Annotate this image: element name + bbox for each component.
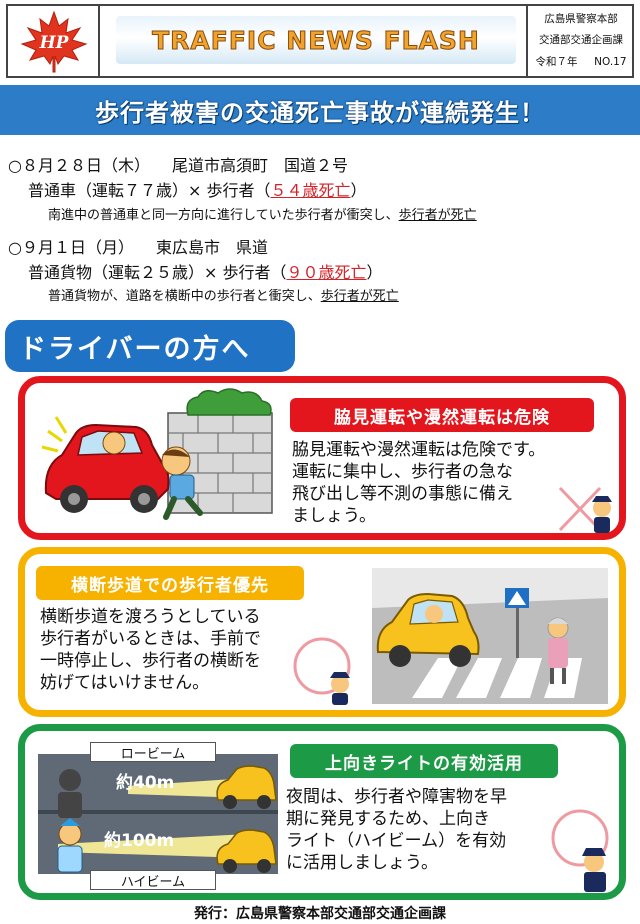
high-beam-distance: 約100m [104,831,175,851]
incident-1-place: 尾道市高須町 国道２号 [171,156,348,175]
issuer-org: 広島県警察本部 [544,13,618,26]
crosswalk-stripes [412,658,582,698]
issue-era: 令和７年 [535,55,578,68]
incident-1-parties: 普通車（運転７７歳）× 歩行者（５４歳死亡） [28,177,367,201]
section-3-line-2: 期に発見するため、上向き [286,809,490,829]
incident-2-place: 東広島市 県道 [155,238,268,257]
incident-1-vehicle: 普通車（運転７７歳）× 歩行者（ [28,181,271,200]
running-child-icon [161,446,203,520]
section-2-line-1: 横断歩道を渡ろうとしている [40,607,261,627]
incident-1-victim: ５４歳死亡 [270,181,351,200]
distracted-driver-illustration [41,388,273,520]
incident-1-header: ○８月２８日（木） 尾道市高須町 国道２号 [8,152,348,176]
driver-heading-text: ドライバーの方へ [19,333,251,365]
incident-2-victim: ９０歳死亡 [286,263,367,282]
section-1-line-1: 脇見運転や漫然運転は危険です。 [292,440,546,460]
incident-1-desc-tail: 歩行者が死亡 [398,208,477,223]
section-3-line-3: ライト（ハイビーム）を有効 [286,831,507,851]
incident-2-description: 普通貨物が、道路を横断中の歩行者と衝突し、歩行者が死亡 [48,285,399,304]
incident-2-desc-tail: 歩行者が死亡 [320,289,399,304]
news-banner: TRAFFIC NEWS FLASH [116,16,516,64]
police-officer-pointing-icon [551,809,609,892]
incident-1-description: 南進中の普通車と同一方向に進行していた歩行者が衝突し、歩行者が死亡 [48,204,477,223]
section-3-line-4: に活用しましょう。 [286,853,438,873]
section-1-title-text: 脇見運転や漫然運転は危険 [334,407,550,428]
incident-1-close: ） [350,181,367,200]
publisher-footer: 発行：広島県警察本部交通部交通企画課 [194,906,446,922]
section-1-line-3: 飛び出し等不測の事態に備え [292,484,513,504]
section-1-body: 脇見運転や漫然運転は危険です。 運転に集中し、歩行者の急な 飛び出し等不測の事態… [292,439,545,527]
section-1-line-4: ましょう。 [292,506,376,526]
incident-2-desc: 普通貨物が、道路を横断中の歩行者と衝突し、 [48,289,321,304]
low-beam-distance: 約40m [116,773,175,793]
headline-bar: 歩行者被害の交通死亡事故が連続発生！ [0,85,640,135]
logo-text: HP [39,33,70,53]
high-beam-label: ハイビーム [90,870,216,890]
alert-lines-icon [41,416,68,453]
police-officer-x-icon [558,486,612,533]
issue-no: NO.17 [594,55,627,68]
crosswalk-sign-icon [505,588,529,658]
pedestrian-dark-icon [58,769,82,818]
incident-2-header: ○９月１日（月） 東広島市 県道 [8,234,268,258]
incident-2-parties: 普通貨物（運転２５歳）× 歩行者（９０歳死亡） [28,259,383,283]
section-3-title-text: 上向きライトの有効活用 [325,753,523,774]
header: HP TRAFFIC NEWS FLASH 広島県警察本部 交通部交通企画課 令… [6,4,634,78]
section-2-title-text: 横断歩道での歩行者優先 [71,575,269,596]
section-1-line-2: 運転に集中し、歩行者の急な [292,462,513,482]
red-car-icon [44,423,170,513]
crosswalk-illustration [372,568,608,704]
incident-2-date: ○９月１日（月） [8,238,134,257]
section-3-title: 上向きライトの有効活用 [290,744,558,778]
section-2-body: 横断歩道を渡ろうとしている 歩行者がいるときは、手前で 一時停止し、歩行者の横断… [40,606,261,694]
incident-2-vehicle: 普通貨物（運転２５歳）× 歩行者（ [28,263,287,282]
police-logo: HP [8,6,100,76]
low-beam-car-icon [216,765,277,809]
police-officer-circle-icon [293,637,351,705]
banner-text: TRAFFIC NEWS FLASH [152,25,480,55]
pedestrian-lit-icon [57,818,83,873]
section-2-line-3: 一時停止し、歩行者の横断を [40,651,261,671]
high-beam-ray [58,834,248,858]
section-3-line-1: 夜間は、歩行者や障害物を早 [286,787,507,807]
yellow-car-icon [376,592,480,667]
maple-leaf-icon: HP [20,10,88,73]
section-2-line-4: 妨げてはいけません。 [40,673,210,693]
headline: 歩行者被害の交通死亡事故が連続発生！ [95,98,545,127]
section-1-title: 脇見運転や漫然運転は危険 [290,398,594,432]
incident-1-date: ○８月２８日（木） [8,156,150,175]
headlight-illustration [38,754,278,874]
high-beam-car-icon [216,829,277,873]
driver-heading: ドライバーの方へ [5,320,295,372]
section-2-title: 横断歩道での歩行者優先 [36,566,304,600]
low-beam-label: ロービーム [90,742,216,762]
incident-2-close: ） [366,263,383,282]
incident-1-desc: 南進中の普通車と同一方向に進行していた歩行者が衝突し、 [48,208,399,223]
elderly-pedestrian-icon [547,617,569,684]
issuer-block: 広島県警察本部 交通部交通企画課 令和７年 NO.17 [526,6,634,76]
issue-number: 令和７年 NO.17 [535,56,626,69]
issuer-dept: 交通部交通企画課 [539,34,623,47]
section-2-line-2: 歩行者がいるときは、手前で [40,629,261,649]
section-3-body: 夜間は、歩行者や障害物を早 期に発見するため、上向き ライト（ハイビーム）を有効… [286,786,507,874]
